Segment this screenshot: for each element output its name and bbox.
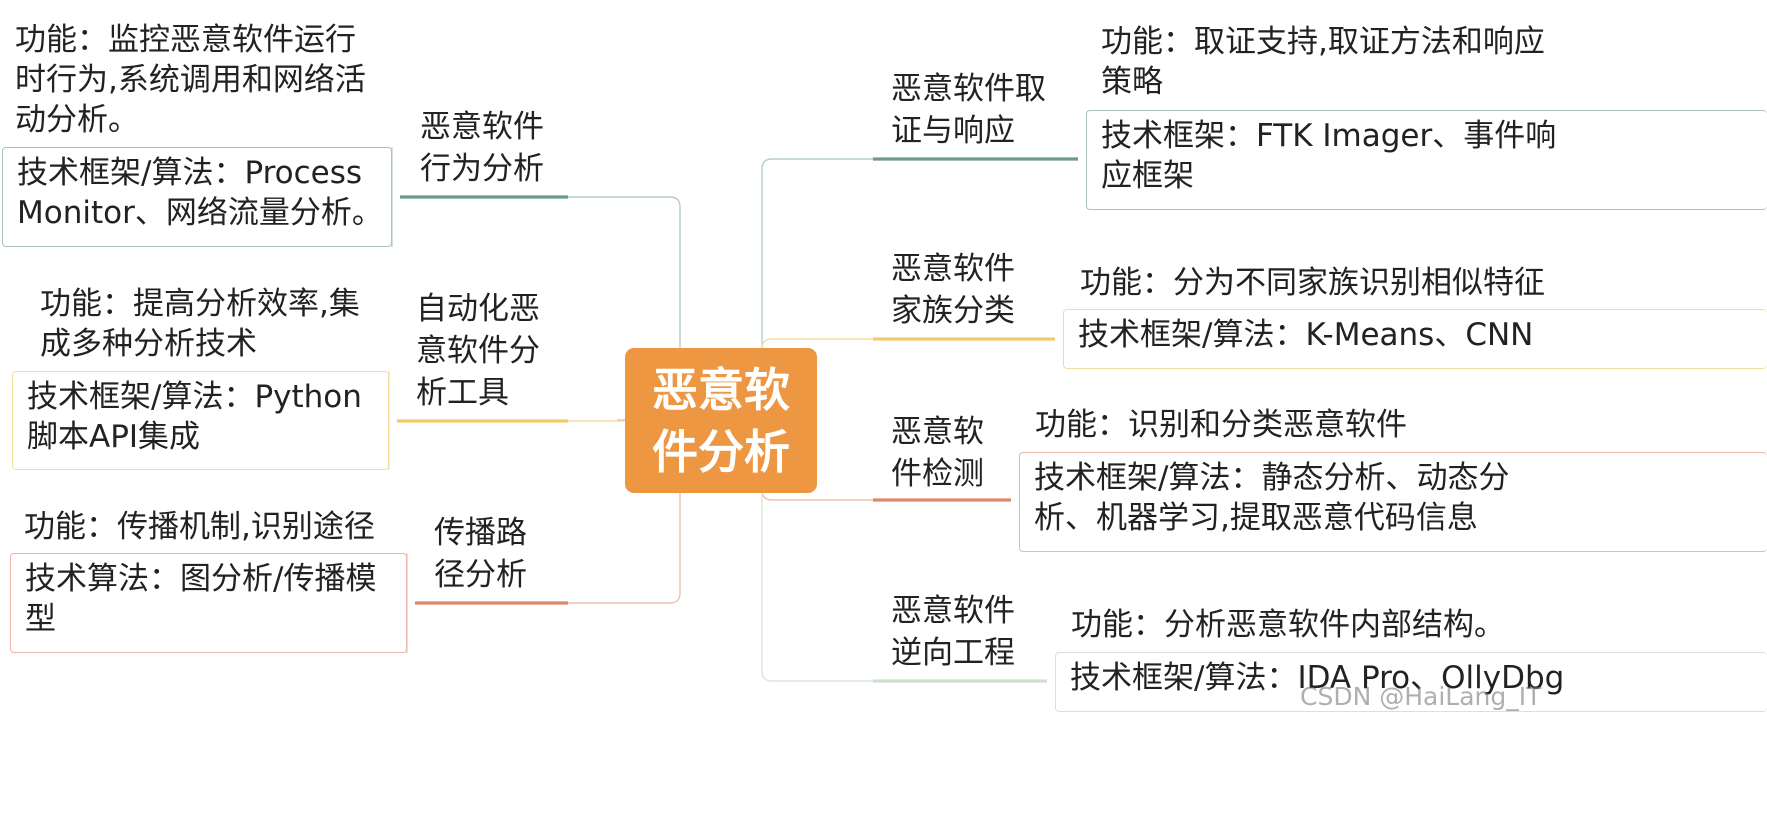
title-line: 传播路 bbox=[434, 515, 527, 551]
branch-family-classification-title[interactable]: 恶意软件 家族分类 bbox=[891, 248, 1015, 332]
branch-propagation-analysis-title[interactable]: 传播路 径分析 bbox=[434, 512, 527, 596]
forensics-response-tech: 技术框架：FTK Imager、事件响 应框架 bbox=[1086, 110, 1767, 210]
branch-forensics-response-title[interactable]: 恶意软件取 证与响应 bbox=[891, 68, 1046, 152]
text-line: 型 bbox=[25, 601, 56, 637]
forensics-response-function: 功能：取证支持,取证方法和响应 策略 bbox=[1101, 22, 1545, 102]
propagation-analysis-function: 功能：传播机制,识别途径 bbox=[24, 507, 375, 547]
title-line: 恶意软件取 bbox=[891, 71, 1046, 107]
connector-left-curve bbox=[568, 196, 681, 420]
automation-tools-function: 功能：提高分析效率,集 成多种分析技术 bbox=[40, 284, 360, 364]
text-line: 析、机器学习,提取恶意代码信息 bbox=[1034, 500, 1478, 536]
reverse-engineering-tech: 技术框架/算法：IDA Pro、OllyDbg bbox=[1055, 652, 1767, 712]
text-line: 成多种分析技术 bbox=[40, 326, 257, 362]
title-line: 件检测 bbox=[891, 456, 984, 492]
detection-tech: 技术框架/算法：静态分析、动态分 析、机器学习,提取恶意代码信息 bbox=[1019, 452, 1767, 552]
title-line: 意软件分 bbox=[416, 333, 540, 369]
title-line: 逆向工程 bbox=[891, 635, 1015, 671]
behavior-analysis-tech: 技术框架/算法：Process Monitor、网络流量分析。 bbox=[2, 147, 392, 247]
connector-left-curve bbox=[568, 420, 681, 604]
text-line: 技术框架/算法：K-Means、CNN bbox=[1078, 317, 1534, 353]
family-classification-function: 功能：分为不同家族识别相似特征 bbox=[1080, 263, 1545, 303]
csdn-watermark: CSDN @HaiLang_IT bbox=[1300, 682, 1542, 711]
reverse-engineering-function: 功能：分析恶意软件内部结构。 bbox=[1071, 605, 1505, 645]
automation-tools-tech: 技术框架/算法：Python 脚本API集成 bbox=[12, 371, 389, 470]
central-topic-line-1: 恶意软 bbox=[652, 362, 790, 417]
text-line: 脚本API集成 bbox=[27, 419, 201, 455]
branch-reverse-engineering-title[interactable]: 恶意软件 逆向工程 bbox=[891, 590, 1015, 674]
text-line: 功能：监控恶意软件运行 bbox=[15, 22, 356, 58]
text-line: 功能：分为不同家族识别相似特征 bbox=[1080, 265, 1545, 301]
detection-function: 功能：识别和分类恶意软件 bbox=[1035, 405, 1407, 445]
text-line: 技术算法：图分析/传播模 bbox=[25, 561, 377, 597]
text-line: 功能：识别和分类恶意软件 bbox=[1035, 407, 1407, 443]
text-line: 功能：提高分析效率,集 bbox=[40, 286, 360, 322]
title-line: 自动化恶 bbox=[416, 291, 540, 327]
title-line: 行为分析 bbox=[420, 151, 544, 187]
branch-detection-title[interactable]: 恶意软 件检测 bbox=[891, 411, 984, 495]
text-line: 时行为,系统调用和网络活 bbox=[15, 62, 366, 98]
text-line: 动分析。 bbox=[15, 102, 139, 138]
text-line: 应框架 bbox=[1101, 158, 1194, 194]
text-line: 功能：传播机制,识别途径 bbox=[24, 509, 375, 545]
title-line: 恶意软件 bbox=[891, 251, 1015, 287]
connector-right-curve bbox=[761, 420, 873, 682]
text-line: 功能：取证支持,取证方法和响应 bbox=[1101, 24, 1545, 60]
title-line: 析工具 bbox=[416, 375, 509, 411]
text-line: 技术框架/算法：IDA Pro、OllyDbg bbox=[1070, 660, 1565, 696]
central-topic-line-2: 件分析 bbox=[652, 424, 790, 479]
title-line: 证与响应 bbox=[891, 113, 1015, 149]
text-line: 技术框架：FTK Imager、事件响 bbox=[1101, 118, 1557, 154]
title-line: 恶意软件 bbox=[891, 593, 1015, 629]
title-line: 径分析 bbox=[434, 557, 527, 593]
family-classification-tech: 技术框架/算法：K-Means、CNN bbox=[1063, 309, 1767, 369]
central-topic[interactable]: 恶意软 件分析 bbox=[625, 348, 817, 493]
branch-automation-tools-title[interactable]: 自动化恶 意软件分 析工具 bbox=[416, 288, 540, 414]
text-line: 功能：分析恶意软件内部结构。 bbox=[1071, 607, 1505, 643]
text-line: 技术框架/算法：静态分析、动态分 bbox=[1034, 460, 1510, 496]
text-line: 技术框架/算法：Process bbox=[17, 155, 363, 191]
branch-behavior-analysis-title[interactable]: 恶意软件 行为分析 bbox=[420, 106, 544, 190]
propagation-analysis-tech: 技术算法：图分析/传播模 型 bbox=[10, 553, 407, 653]
title-line: 家族分类 bbox=[891, 293, 1015, 329]
text-line: 技术框架/算法：Python bbox=[27, 379, 362, 415]
title-line: 恶意软 bbox=[891, 414, 984, 450]
behavior-analysis-function: 功能：监控恶意软件运行 时行为,系统调用和网络活 动分析。 bbox=[15, 20, 366, 140]
text-line: 策略 bbox=[1101, 64, 1163, 100]
title-line: 恶意软件 bbox=[420, 109, 544, 145]
connector-right-curve bbox=[761, 158, 873, 420]
text-line: Monitor、网络流量分析。 bbox=[17, 195, 383, 231]
